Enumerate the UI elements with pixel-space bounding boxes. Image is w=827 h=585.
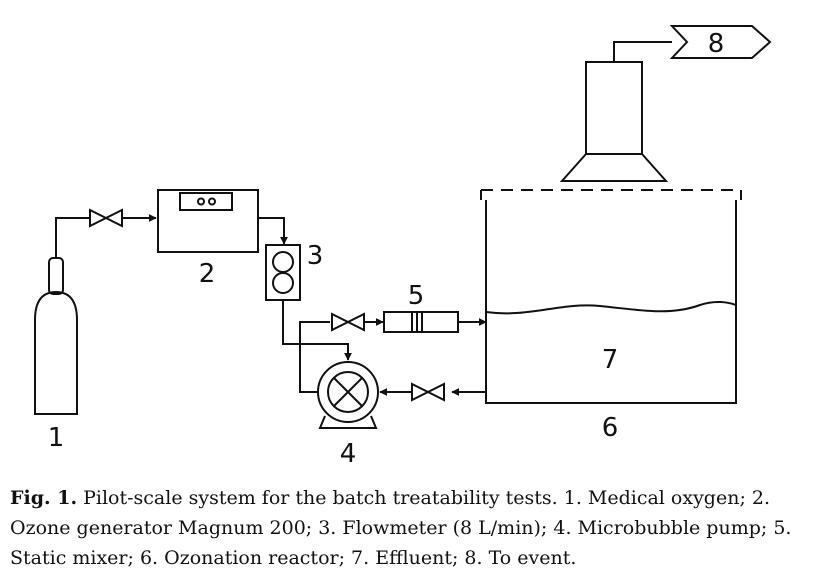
label-2: 2 xyxy=(199,259,216,289)
valve-mixer xyxy=(331,312,365,332)
ozonation-reactor xyxy=(480,189,742,404)
pilot-system-diagram: 1 2 3 4 5 6 7 8 xyxy=(34,25,772,469)
valve-recirculation xyxy=(411,382,445,402)
valve-oxygen xyxy=(89,208,123,228)
static-mixer xyxy=(383,311,459,333)
line-flowmeter-pump xyxy=(282,300,352,393)
effluent-surface xyxy=(485,301,737,315)
line-generator-flowmeter xyxy=(258,217,288,245)
caption-prefix: Fig. 1. xyxy=(10,487,78,509)
label-3: 3 xyxy=(307,241,324,271)
vent-line xyxy=(613,41,672,62)
label-1: 1 xyxy=(48,423,65,453)
oxygen-supply-line xyxy=(55,214,157,258)
label-5: 5 xyxy=(408,281,425,311)
flowmeter xyxy=(265,244,301,301)
label-6: 6 xyxy=(602,413,619,443)
oxygen-cylinder xyxy=(34,257,78,415)
exhaust-hood xyxy=(559,61,669,182)
caption-text: Pilot-scale system for the batch treatab… xyxy=(10,487,792,569)
microbubble-pump xyxy=(317,361,379,429)
label-7: 7 xyxy=(602,345,619,375)
vent-arrow xyxy=(669,25,772,59)
figure-caption: Fig. 1. Pilot-scale system for the batch… xyxy=(10,483,818,573)
label-4: 4 xyxy=(340,439,357,469)
label-8: 8 xyxy=(708,29,725,59)
ozone-generator xyxy=(157,189,259,253)
